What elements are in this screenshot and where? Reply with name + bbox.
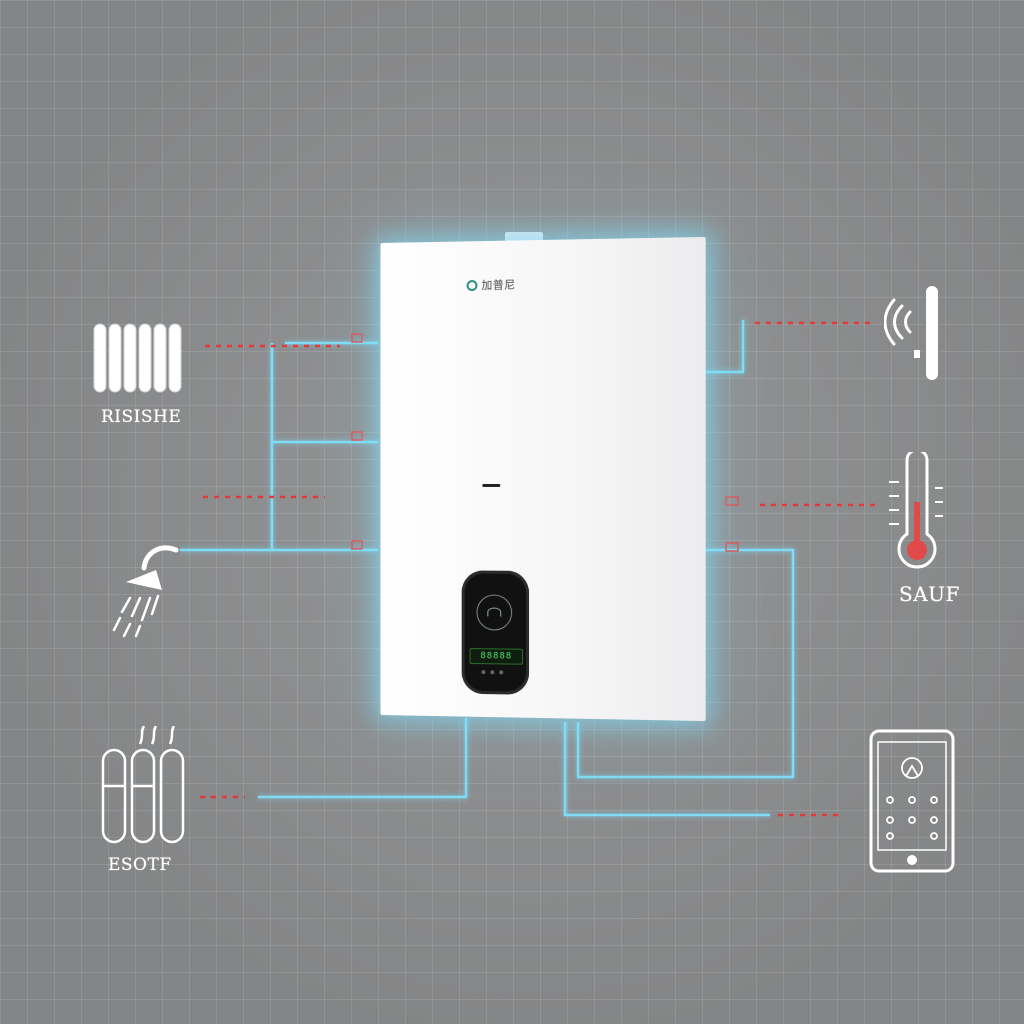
port-1 [352,334,362,342]
boiler-slot [482,484,500,487]
shower-icon [96,542,186,642]
water-heater-icon [100,726,186,848]
radiator-icon [92,320,186,396]
pipe-water-heater [258,718,466,797]
pipe-wifi [704,320,743,372]
control-dial[interactable] [476,594,512,630]
port-4 [726,497,738,505]
panel-indicator-dots [481,670,503,674]
water-heater-label: ESOTF [108,855,172,875]
wifi-sensor-icon [884,284,944,382]
combi-boiler: 加普尼 88888 [380,237,705,721]
pipe-tablet [565,722,770,815]
boiler-brand: 加普尼 [467,276,516,293]
panel-display: 88888 [470,648,523,665]
brand-text: 加普尼 [481,276,515,292]
control-panel[interactable]: 88888 [462,570,529,694]
thermometer-icon [885,452,945,572]
port-2 [352,432,362,440]
port-3 [352,541,362,549]
radiator-label: RISISHE [101,407,181,427]
thermostat-label: SAUF [899,582,960,606]
brand-logo-icon [467,279,478,290]
tablet-icon[interactable] [868,728,956,874]
